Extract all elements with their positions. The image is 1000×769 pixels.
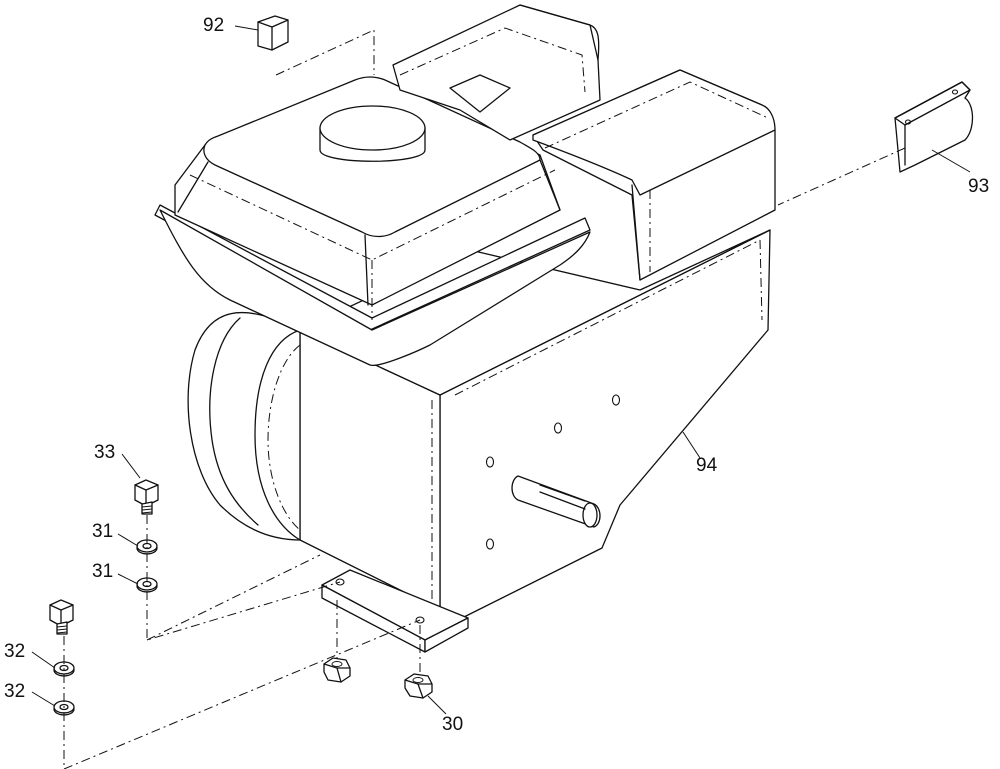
fuel-tank: [154, 76, 591, 366]
filler-cap: [319, 105, 426, 162]
crankshaft: [511, 475, 601, 528]
mounting-base: [321, 569, 469, 653]
assembly-lines: [63, 29, 906, 769]
engine-block: [187, 229, 771, 653]
part-92-cap: [257, 15, 289, 51]
muffler-housing: [532, 69, 776, 281]
bolt-hole: [611, 394, 621, 406]
callout-30: 30: [442, 714, 463, 735]
callout-93: 93: [968, 176, 989, 197]
callout-33: 33: [94, 442, 115, 463]
bolt-hole: [485, 456, 495, 468]
nut-30b: [404, 673, 433, 699]
washer-31b: [136, 577, 158, 593]
callout-31-lower: 31: [92, 561, 113, 582]
callout-92: 92: [203, 15, 224, 36]
bolt-33: [134, 479, 159, 515]
bolt-hole: [485, 538, 495, 550]
part-93-bracket: [894, 81, 974, 173]
callout-32-lower: 32: [4, 681, 25, 702]
washer-32a: [53, 661, 75, 677]
nut-30a: [323, 657, 351, 683]
bolt-32: [49, 599, 74, 635]
callout-31-upper: 31: [92, 521, 113, 542]
callout-94: 94: [696, 455, 718, 476]
callout-32-upper: 32: [4, 641, 25, 662]
rear-housing: [392, 4, 601, 141]
leader-lines: [31, 25, 971, 715]
bolt-hole: [553, 422, 563, 434]
